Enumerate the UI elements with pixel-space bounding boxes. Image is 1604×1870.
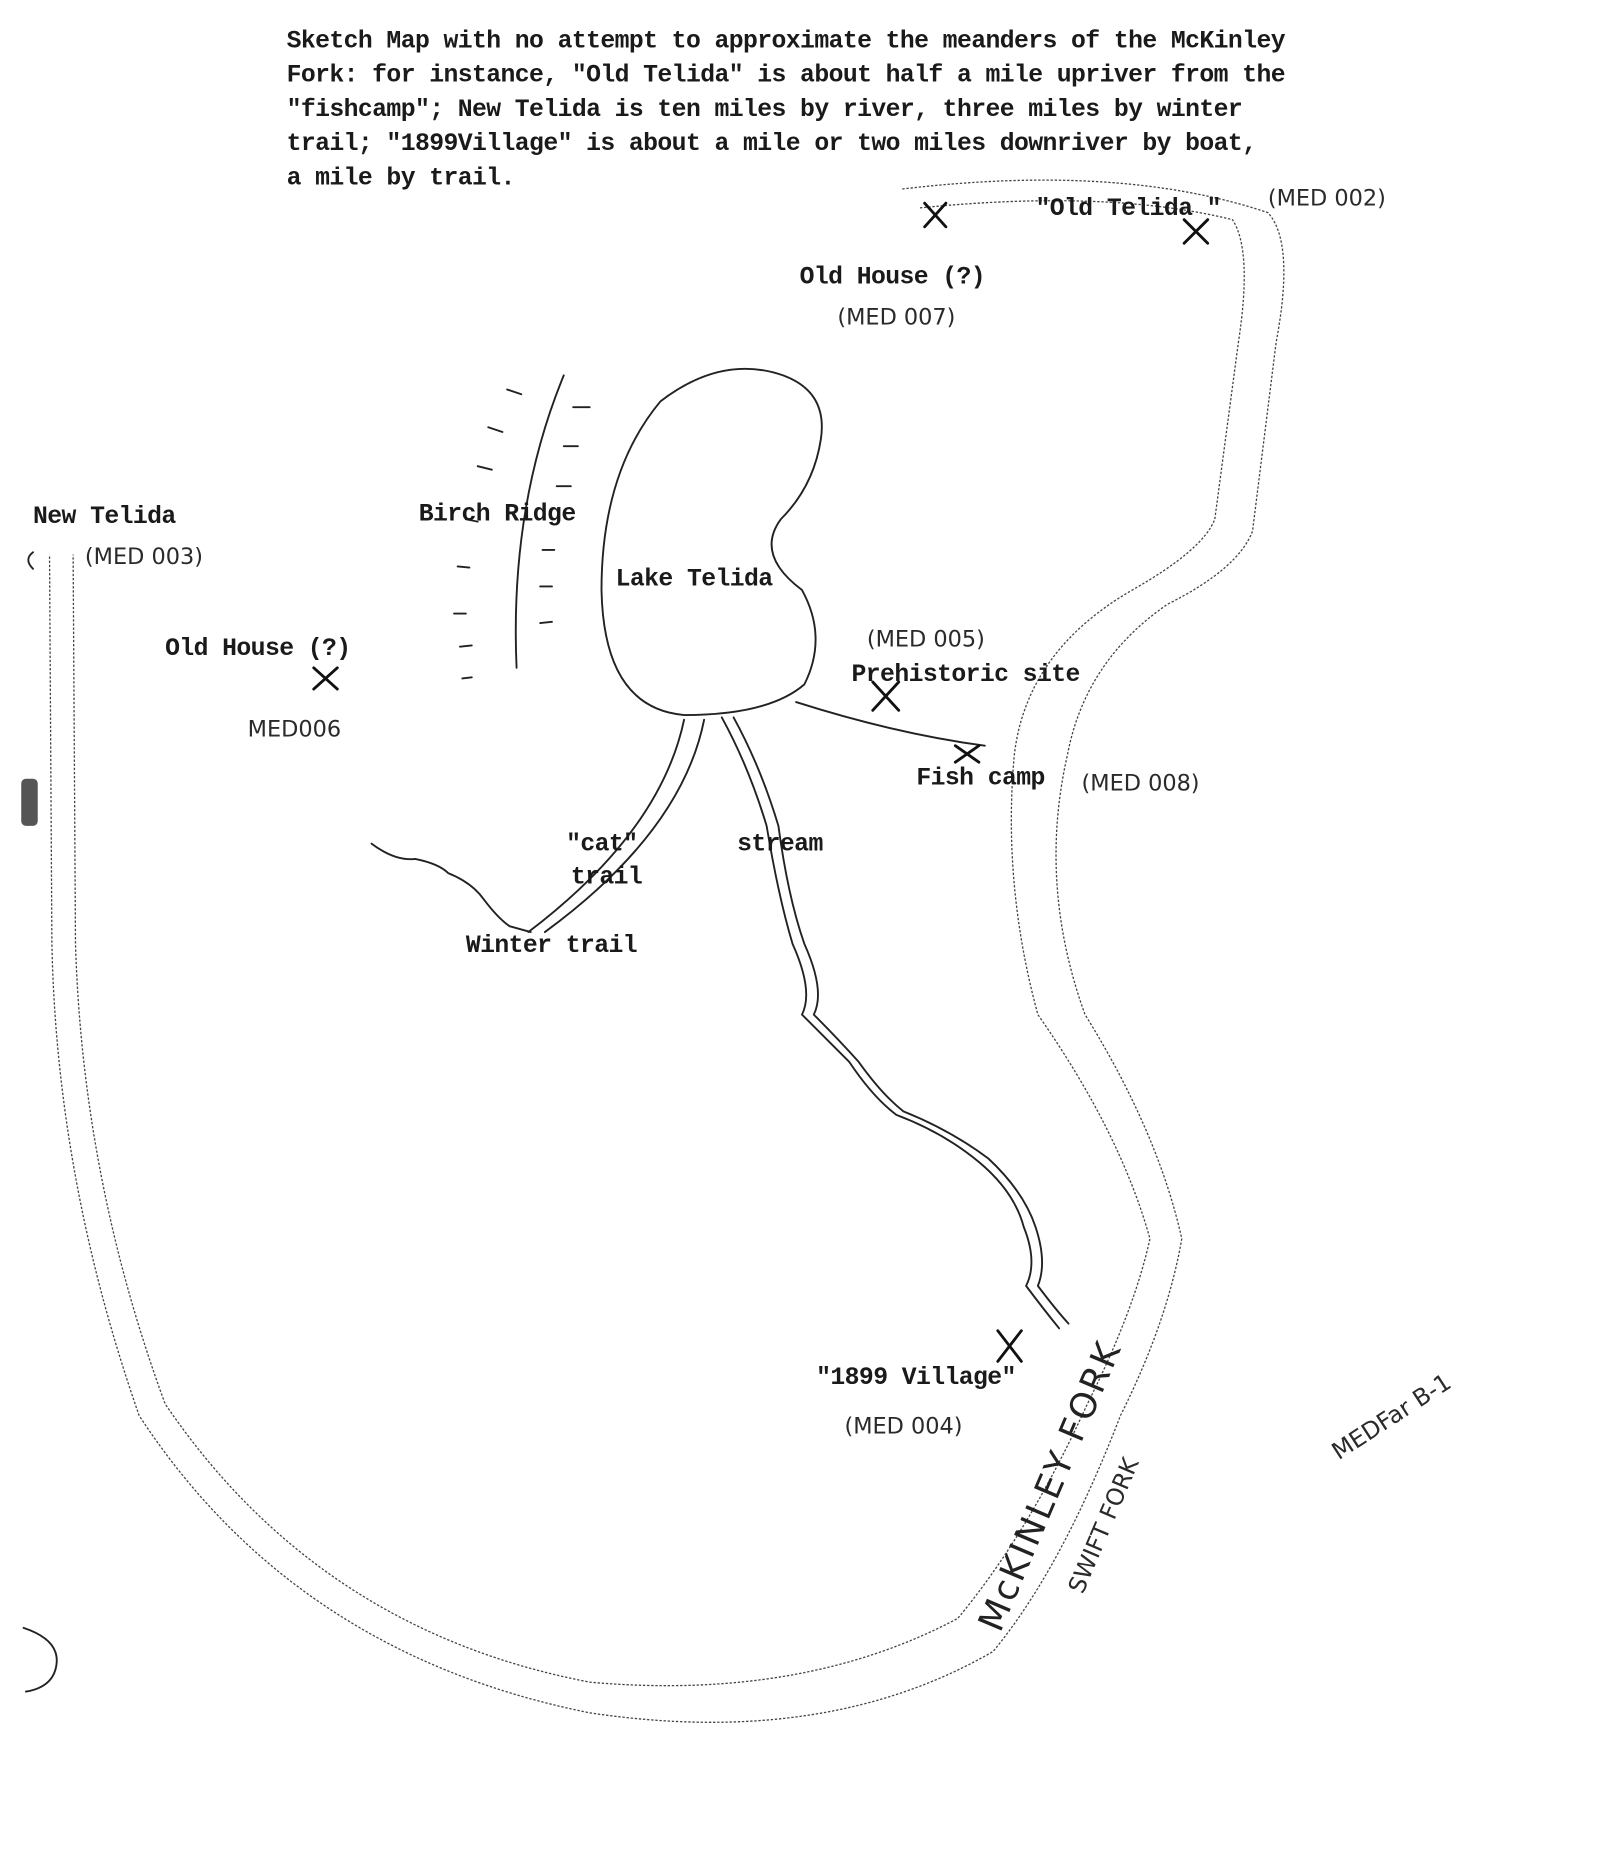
x-marker [953,744,981,764]
caption-line: "fishcamp"; New Telida is ten miles by r… [287,96,1243,124]
river-bank-outer [48,179,1285,1723]
x-marker [996,1329,1023,1363]
label-cat-trail: trail [571,864,642,892]
label-fish-camp: Fish camp [916,765,1044,793]
label-lake-telida: Lake Telida [616,565,774,593]
code-med-008: (MED 008) [1082,771,1200,797]
caption-line: Fork: for instance, "Old Telida" is abou… [287,62,1285,90]
code-med-003: (MED 003) [85,544,203,570]
x-marker [923,201,948,229]
label-new-telida: New Telida [33,503,176,531]
caption-line: trail; "1899Village" is about a mile or … [287,130,1257,158]
label-stream: stream [737,831,823,859]
scan-marks [21,551,58,1693]
x-marker [871,680,901,712]
label-old-house-west: Old House (?) [165,635,350,663]
code-med-005: (MED 005) [867,627,985,653]
birch-ridge-hachures [453,374,591,680]
label-sheet-reference: MEDFar B-1 [1327,1368,1456,1466]
cat-trail-line [543,718,706,933]
winter-trail-line [370,842,532,933]
stream-line [720,716,1061,1330]
label-prehistoric-site: Prehistoric site [852,661,1080,689]
code-med-007: (MED 007) [837,305,955,331]
caption-line: Sketch Map with no attempt to approximat… [287,27,1286,55]
caption-line: a mile by trail. [287,164,515,192]
cat-trail-line [527,718,686,933]
code-med-004: (MED 004) [844,1413,962,1439]
label-old-house-north: Old House (?) [800,263,985,291]
lake-telida-outline [600,367,823,716]
label-winter-trail: Winter trail [466,932,637,960]
x-marker [312,666,339,691]
label-birch-ridge: Birch Ridge [419,500,576,528]
code-med-002: (MED 002) [1268,186,1386,212]
fish-camp-trail [795,701,986,747]
site-markers [312,201,1210,1363]
x-marker [1182,218,1210,245]
label-cat-trail: "cat" [566,831,637,859]
code-med-006: MED006 [248,716,341,742]
stream-line [732,716,1070,1325]
river-bank-inner [72,200,1245,1687]
map-caption: Sketch Map with no attempt to approximat… [287,27,1287,192]
label-1899-village: "1899 Village" [816,1364,1016,1392]
label-old-telida: "Old Telida " [1036,195,1221,223]
